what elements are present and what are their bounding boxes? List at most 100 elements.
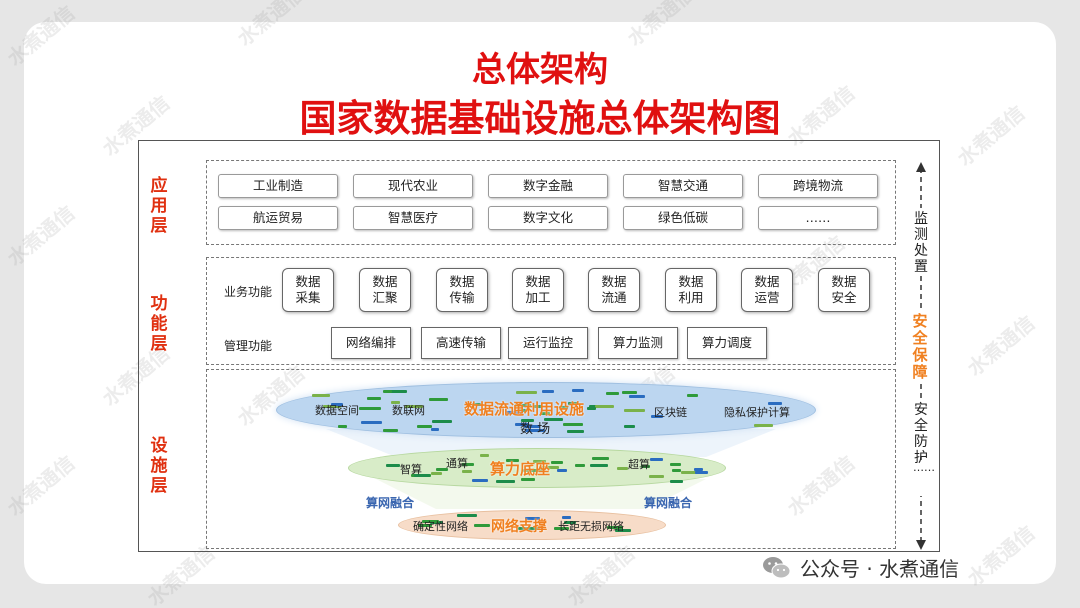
application-item: 航运贸易	[218, 206, 338, 230]
data-line-segment	[386, 390, 408, 394]
business-function-item: 数据传输	[436, 268, 488, 312]
data-line-segment	[554, 527, 569, 531]
data-line-segment	[525, 517, 541, 521]
business-function-item: 数据流通	[588, 268, 640, 312]
data-line-segment	[540, 411, 550, 415]
data-line-segment	[650, 458, 664, 462]
data-line-segment	[382, 389, 392, 393]
business-function-text: 利用	[678, 290, 704, 305]
data-line-segment	[361, 421, 382, 425]
data-line-segment	[672, 469, 682, 473]
data-line-segment	[575, 464, 585, 468]
compute-base-title: 算力底座	[490, 460, 551, 478]
management-function-item: 网络编排	[331, 327, 411, 359]
data-line-segment	[422, 520, 440, 524]
data-line-segment	[366, 397, 381, 401]
business-function-text: 安全	[831, 290, 857, 305]
data-line-segment	[456, 514, 477, 518]
data-line-segment	[768, 401, 783, 405]
data-line-segment	[323, 405, 341, 409]
management-function-item: 算力调度	[687, 327, 767, 359]
data-line-segment	[589, 464, 609, 468]
layer-label-application: 应用层	[150, 176, 168, 236]
data-line-segment	[754, 424, 773, 428]
data-line-segment	[505, 411, 523, 415]
data-line-segment	[557, 469, 567, 473]
compute-network-fusion-left: 算网融合	[366, 496, 415, 510]
security-assurance-label: 安全保障	[912, 312, 928, 381]
data-line-segment	[605, 391, 620, 395]
data-facility-title: 数据流通利用设施	[464, 400, 585, 418]
management-function-label: 管理功能	[224, 339, 273, 353]
data-line-segment	[534, 405, 543, 409]
data-line-segment	[383, 429, 398, 433]
business-function-item: 数据安全	[818, 268, 870, 312]
data-line-segment	[461, 469, 472, 473]
data-line-segment	[515, 391, 538, 395]
management-function-item: 算力监测	[598, 327, 678, 359]
security-protection-label: 安全防护	[914, 402, 928, 466]
data-line-segment	[587, 406, 597, 410]
blockchain-label: 区块链	[654, 406, 687, 419]
data-line-segment	[359, 406, 381, 410]
intelligent-computing-label: 智算	[400, 463, 422, 476]
data-line-segment	[687, 393, 698, 397]
management-function-item: 高速传输	[421, 327, 501, 359]
data-line-segment	[669, 480, 683, 484]
business-function-text: 采集	[295, 290, 321, 305]
business-function-item: 数据加工	[512, 268, 564, 312]
compute-network-fusion-right: 算网融合	[644, 496, 693, 510]
data-line-segment	[648, 474, 665, 478]
business-function-text: 加工	[525, 290, 551, 305]
application-item: 绿色低碳	[623, 206, 743, 230]
data-space-label: 数据空间	[315, 404, 359, 417]
management-function-item: 运行监控	[508, 327, 588, 359]
data-line-segment	[567, 429, 584, 433]
data-line-segment	[571, 389, 585, 392]
page-title: 总体架构	[472, 50, 608, 90]
data-line-segment	[461, 463, 475, 467]
business-function-item: 数据汇聚	[359, 268, 411, 312]
facility-layer-box	[206, 369, 896, 549]
privacy-computing-label: 隐私保护计算	[724, 406, 790, 419]
data-line-segment	[614, 529, 631, 533]
data-line-segment	[651, 414, 664, 418]
data-line-segment	[480, 453, 490, 457]
data-line-segment	[505, 459, 520, 463]
data-line-segment	[680, 470, 700, 474]
data-line-segment	[622, 391, 638, 395]
data-line-segment	[391, 400, 400, 404]
data-line-segment	[595, 404, 615, 408]
data-line-segment	[563, 422, 583, 426]
business-function-text: 数据	[754, 274, 780, 289]
data-line-segment	[523, 424, 540, 428]
data-line-segment	[550, 461, 564, 465]
data-line-segment	[670, 462, 682, 466]
data-line-segment	[640, 464, 651, 468]
data-network-label: 数联网	[392, 404, 425, 417]
data-line-segment	[694, 467, 703, 471]
function-layer-box	[206, 257, 896, 365]
data-line-segment	[542, 390, 554, 394]
data-line-segment	[532, 460, 547, 464]
page-subtitle: 国家数据基础设施总体架构图	[299, 97, 781, 140]
data-line-segment	[568, 401, 579, 405]
data-line-segment	[496, 479, 515, 483]
application-item: 智慧交通	[623, 174, 743, 198]
data-line-segment	[523, 469, 544, 473]
data-line-segment	[518, 527, 540, 531]
network-support-ellipse	[398, 510, 666, 540]
monitor-handle-label: 监测处置	[914, 211, 928, 275]
data-line-segment	[472, 402, 482, 406]
application-item: ……	[758, 206, 878, 230]
data-line-segment	[561, 515, 571, 519]
footer-account-name: 公众号 · 水煮通信	[800, 557, 960, 581]
data-line-segment	[405, 404, 424, 408]
deterministic-network-label: 确定性网络	[413, 520, 468, 533]
data-line-segment	[543, 417, 563, 421]
layer-label-function: 功能层	[150, 294, 168, 354]
data-line-segment	[429, 397, 448, 401]
data-line-segment	[624, 408, 646, 412]
wechat-icon	[763, 557, 791, 579]
data-line-segment	[471, 479, 489, 483]
